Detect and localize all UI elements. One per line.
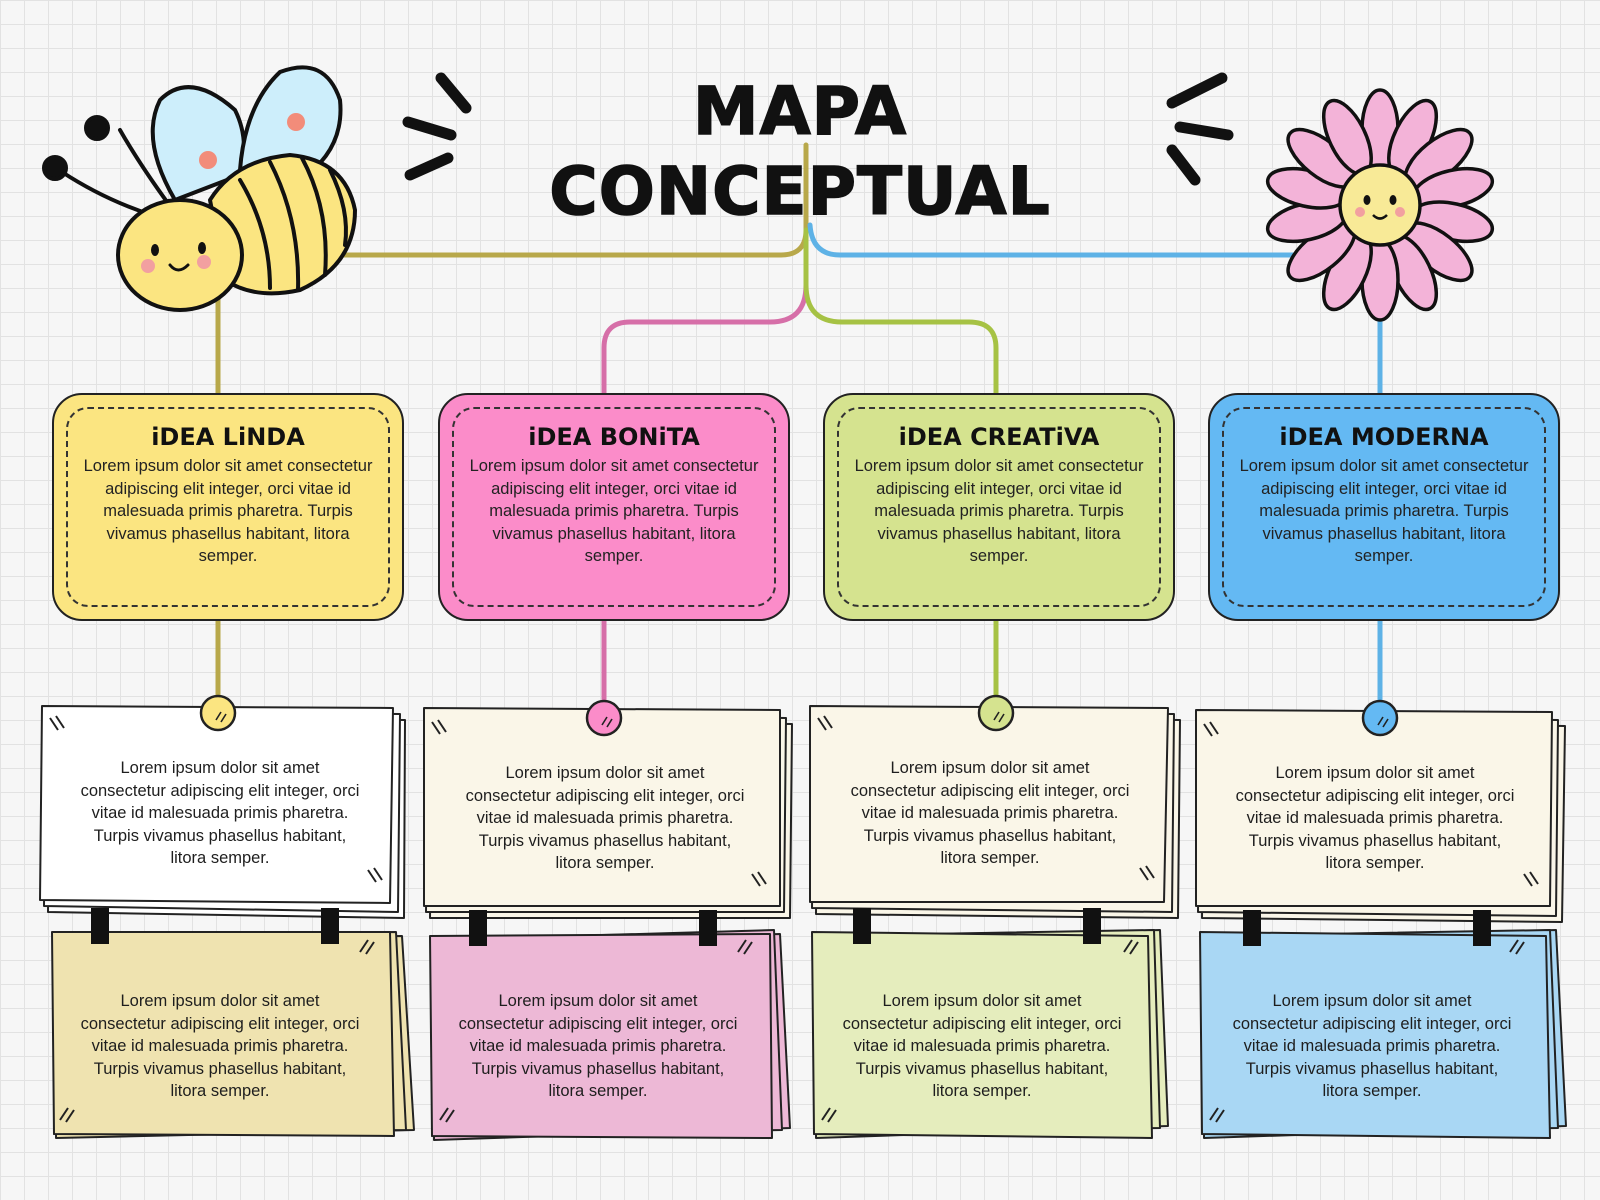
clip xyxy=(91,908,109,944)
clip xyxy=(469,910,487,946)
note-top-moderna xyxy=(1195,709,1566,923)
burst-left-1 xyxy=(435,72,472,114)
note-top-creativa xyxy=(809,705,1181,919)
clip xyxy=(321,908,339,944)
note-bottom-text: Lorem ipsum dolor sit amet consectetur a… xyxy=(458,992,738,1100)
idea-text: Lorem ipsum dolor sit amet consectetur a… xyxy=(1239,457,1529,565)
note-top-linda xyxy=(39,705,406,919)
burst-left-2 xyxy=(402,116,457,141)
idea-box-linda: iDEA LiNDA Lorem ipsum dolor sit amet co… xyxy=(52,393,404,621)
connector-pink xyxy=(601,282,809,396)
clip xyxy=(699,910,717,946)
pin-yellow xyxy=(199,694,237,732)
clip xyxy=(1243,910,1261,946)
pin-green xyxy=(977,694,1015,732)
idea-text: Lorem ipsum dolor sit amet consectetur a… xyxy=(854,457,1144,565)
note-bottom-bonita xyxy=(429,929,791,1141)
idea-title: iDEA BONiTA xyxy=(528,423,700,451)
note-bottom-creativa xyxy=(811,929,1169,1139)
pin-blue xyxy=(1361,699,1399,737)
page-title: MAPA CONCEPTUAL xyxy=(549,72,1051,231)
burst-right-2 xyxy=(1174,121,1234,141)
note-bottom-linda xyxy=(51,931,415,1139)
note-bottom-text: Lorem ipsum dolor sit amet consectetur a… xyxy=(80,992,360,1100)
note-bottom-text: Lorem ipsum dolor sit amet consectetur a… xyxy=(1232,992,1512,1100)
idea-box-moderna: iDEA MODERNA Lorem ipsum dolor sit amet … xyxy=(1208,393,1560,621)
clip xyxy=(1473,910,1491,946)
pin-pink xyxy=(585,699,623,737)
connector-green xyxy=(803,227,999,396)
idea-box-creativa: iDEA CREATiVA Lorem ipsum dolor sit amet… xyxy=(823,393,1175,621)
note-top-text: Lorem ipsum dolor sit amet consectetur a… xyxy=(80,759,360,867)
idea-text: Lorem ipsum dolor sit amet consectetur a… xyxy=(83,457,373,565)
burst-right-3 xyxy=(1166,144,1201,186)
clip xyxy=(1083,908,1101,944)
note-top-text: Lorem ipsum dolor sit amet consectetur a… xyxy=(850,759,1130,867)
idea-title: iDEA LiNDA xyxy=(151,423,305,451)
note-bottom-text: Lorem ipsum dolor sit amet consectetur a… xyxy=(842,992,1122,1100)
note-top-bonita xyxy=(423,707,793,919)
note-top-text: Lorem ipsum dolor sit amet consectetur a… xyxy=(1235,764,1515,872)
burst-right-1 xyxy=(1166,72,1228,109)
idea-text: Lorem ipsum dolor sit amet consectetur a… xyxy=(469,457,759,565)
idea-title: iDEA MODERNA xyxy=(1279,423,1489,451)
idea-title: iDEA CREATiVA xyxy=(898,423,1100,451)
clip xyxy=(853,908,871,944)
burst-left-3 xyxy=(404,152,454,181)
note-top-text: Lorem ipsum dolor sit amet consectetur a… xyxy=(465,764,745,872)
note-bottom-moderna xyxy=(1199,929,1567,1139)
idea-box-bonita: iDEA BONiTA Lorem ipsum dolor sit amet c… xyxy=(438,393,790,621)
